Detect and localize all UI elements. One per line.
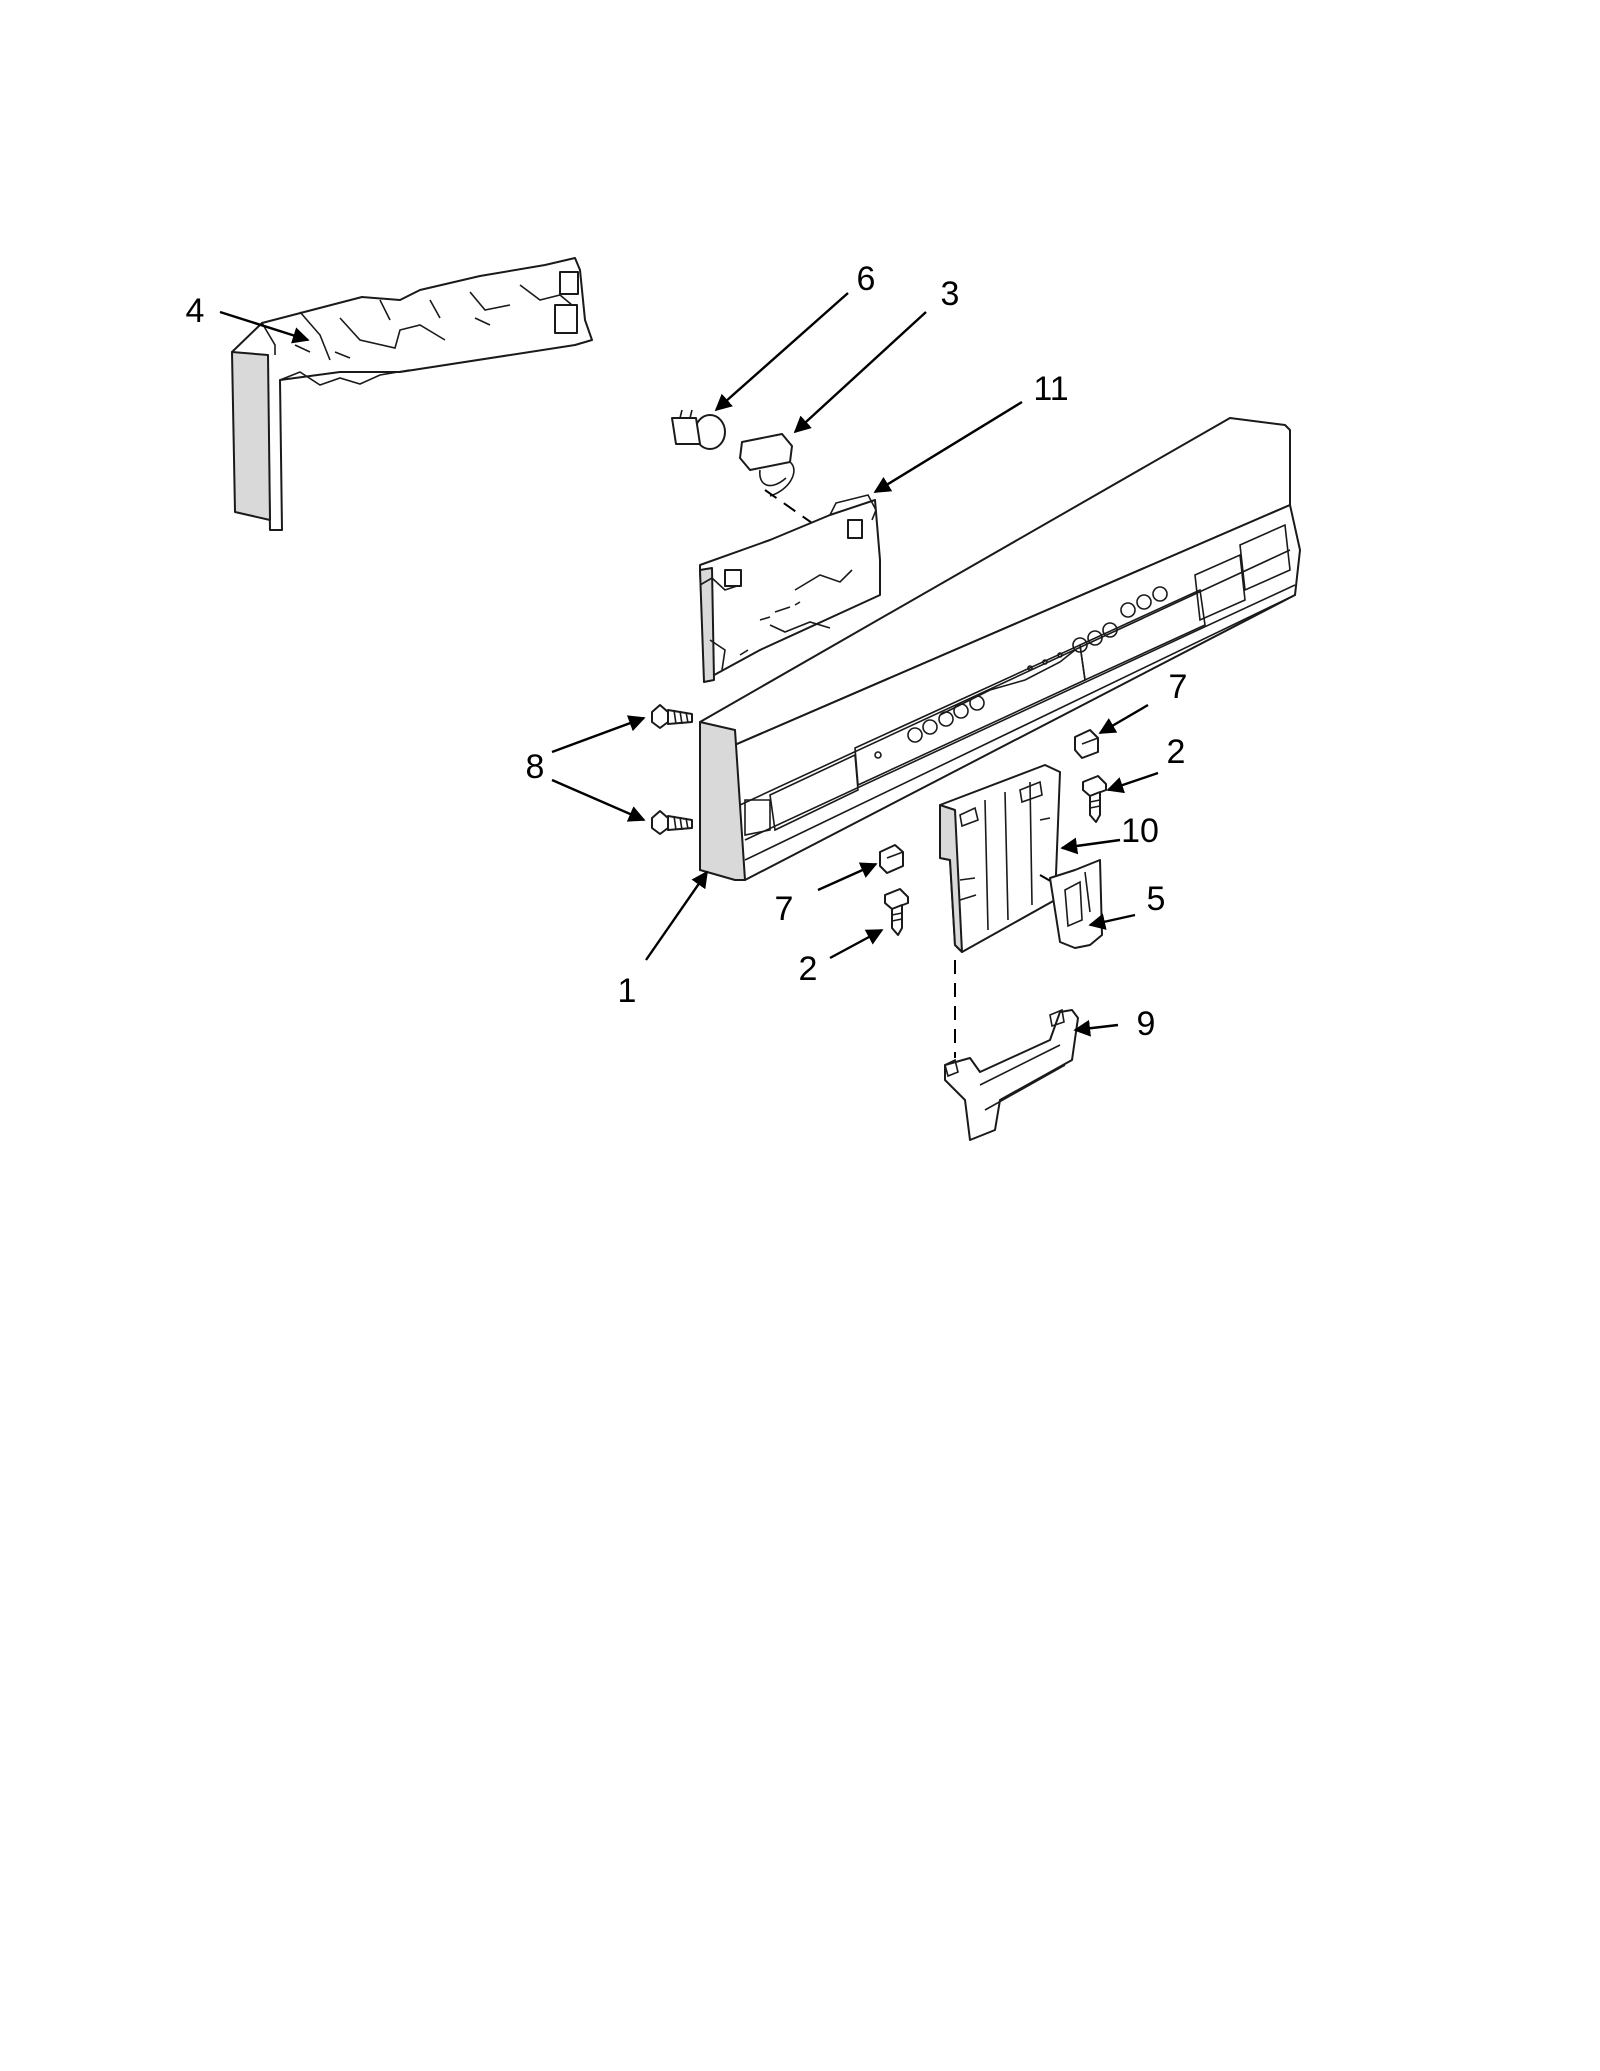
callout-11: 11 (1033, 370, 1068, 408)
callout-3: 3 (941, 275, 960, 313)
leader-2-upper (1106, 771, 1159, 794)
callout-4: 4 (186, 292, 205, 330)
callout-7-upper: 7 (1169, 668, 1188, 706)
part-1-console-panel (699, 417, 1301, 881)
leader-3 (793, 311, 927, 434)
leader-11 (873, 400, 1023, 494)
callout-2-upper: 2 (1167, 733, 1186, 771)
part-10-mounting-bracket (939, 764, 1076, 953)
leader-8-upper (551, 715, 646, 754)
part-7-nut-lower (879, 844, 904, 874)
part-2-screw-upper (1082, 775, 1107, 823)
leader-2-lower (829, 928, 884, 960)
callout-10: 10 (1121, 812, 1159, 850)
part-3-clip (739, 433, 823, 531)
part-6-fuse (671, 409, 726, 450)
leader-4 (219, 310, 310, 344)
part-4-bracket (231, 257, 593, 531)
leader-6 (714, 292, 849, 412)
callout-8: 8 (526, 748, 545, 786)
part-5-side-bracket (1049, 859, 1103, 949)
leader-8-lower (551, 778, 646, 822)
part-7-nut-upper (1074, 729, 1099, 759)
leader-10 (1060, 837, 1121, 855)
callout-7-lower: 7 (775, 890, 794, 928)
part-9-lower-bracket (944, 960, 1079, 1141)
leader-9 (1073, 1019, 1119, 1037)
leader-7-lower (817, 862, 878, 892)
leader-5 (1088, 913, 1136, 930)
callout-2-lower: 2 (799, 950, 818, 988)
part-8-screw-lower (651, 810, 693, 835)
part-8-screw-upper (651, 704, 693, 729)
callout-9: 9 (1137, 1005, 1156, 1043)
callout-6: 6 (857, 260, 876, 298)
leader-7-upper (1098, 703, 1149, 735)
leader-1 (645, 870, 708, 961)
part-11-control-board (699, 494, 881, 683)
callout-5: 5 (1147, 880, 1166, 918)
part-2-screw-lower (884, 888, 909, 936)
callout-1: 1 (618, 972, 637, 1010)
